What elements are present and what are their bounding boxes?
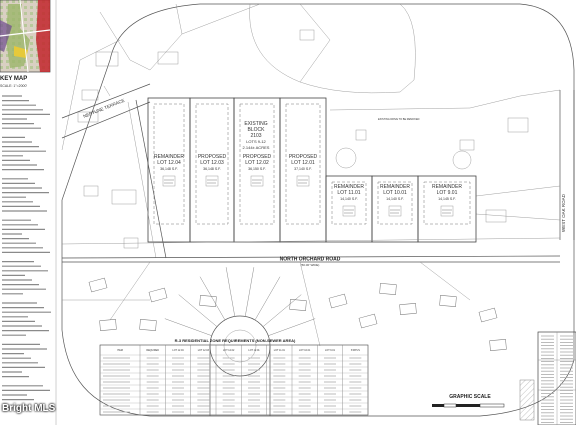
mls-watermark: Bright MLS <box>2 403 56 414</box>
key-map-title: KEY MAP <box>0 76 27 82</box>
zone-table-header-cell: LOT 12.02 <box>223 349 235 352</box>
zone-table-header-cell: STATUS <box>351 349 360 352</box>
zone-requirements-table: R-3 RESIDENTIAL ZONE REQUIREMENTS (NON-S… <box>99 338 369 416</box>
left-drive <box>83 99 167 259</box>
existing-block-label: EXISTING BLOCK 2103 LOTS 9-12 2.144± ACR… <box>243 121 270 150</box>
zone-table-title: R-3 RESIDENTIAL ZONE REQUIREMENTS (NON-S… <box>175 338 296 343</box>
lot-status: PROPOSED <box>289 154 318 160</box>
north-orchard-road-label: NORTH ORCHARD ROAD <box>280 257 341 263</box>
zone-table-header-cell: REQUIRED <box>146 349 159 352</box>
right-upper-lot: EXISTING DRIVE TO BE REMOVED <box>329 89 561 170</box>
north-orchard-road: NORTH ORCHARD ROAD (50.00' WIDE) <box>61 237 561 267</box>
lot-number: LOT 9.01 <box>437 190 458 196</box>
lot-number: LOT 12.03 <box>200 160 224 166</box>
svg-text:(50.00' WIDE): (50.00' WIDE) <box>301 263 320 267</box>
lot-area: 37,140 S.F. <box>294 167 312 171</box>
lot-status: PROPOSED <box>243 154 272 160</box>
key-map <box>0 0 51 73</box>
title-block <box>519 331 576 425</box>
svg-text:EXISTING: EXISTING <box>244 121 267 127</box>
zone-table-header-cell: LOT 12.04 <box>172 349 184 352</box>
west-oak-road-label: WEST OAK ROAD <box>561 193 566 232</box>
svg-text:2.144± ACRES: 2.144± ACRES <box>243 145 270 150</box>
zone-table-header-cell: ITEM <box>117 349 123 352</box>
key-map-scale: SCALE: 1"=2000' <box>0 84 27 88</box>
svg-text:EXISTING DRIVE TO BE REMOVED: EXISTING DRIVE TO BE REMOVED <box>378 118 420 121</box>
graphic-scale-title: GRAPHIC SCALE <box>449 394 491 400</box>
lot-status: REMAINDER <box>154 154 184 160</box>
lot-area: 14,145 S.F. <box>438 197 456 201</box>
lot-status: PROPOSED <box>198 154 227 160</box>
lot-area: 36,148 S.F. <box>203 167 221 171</box>
general-notes <box>2 0 57 425</box>
lower-lots <box>62 261 507 416</box>
lot-number: LOT 12.01 <box>291 160 315 166</box>
svg-text:2103: 2103 <box>250 133 261 139</box>
svg-text:BLOCK: BLOCK <box>248 127 266 133</box>
lot-number: LOT 10.01 <box>383 190 407 196</box>
zone-table-header-cell: LOT 10.01 <box>299 349 311 352</box>
graphic-scale: GRAPHIC SCALE <box>432 394 505 408</box>
zone-table-header-cell: LOT 12.01 <box>248 349 260 352</box>
lot-area: 14,140 S.F. <box>386 197 404 201</box>
west-oak-road: WEST OAK ROAD <box>475 90 575 240</box>
lot-number: LOT 12.02 <box>245 160 269 166</box>
site-boundary <box>61 3 575 417</box>
zone-table-header-cell: LOT 9.01 <box>325 349 336 352</box>
upper-lots <box>61 3 416 151</box>
lot-area: 36,150 S.F. <box>248 167 266 171</box>
lot-area: 14,140 S.F. <box>340 197 358 201</box>
lot-area: 36,148 S.F. <box>160 167 178 171</box>
lot-status: REMAINDER <box>432 184 462 190</box>
svg-text:LOTS 9-12: LOTS 9-12 <box>246 139 266 144</box>
lot-number: LOT 12.04 <box>157 160 181 166</box>
zone-table-header-cell: LOT 12.03 <box>198 349 210 352</box>
lot-status: REMAINDER <box>334 184 364 190</box>
lot-status: REMAINDER <box>380 184 410 190</box>
lot-number: LOT 11.01 <box>337 190 360 196</box>
zone-table-header-cell: LOT 11.01 <box>274 349 286 352</box>
